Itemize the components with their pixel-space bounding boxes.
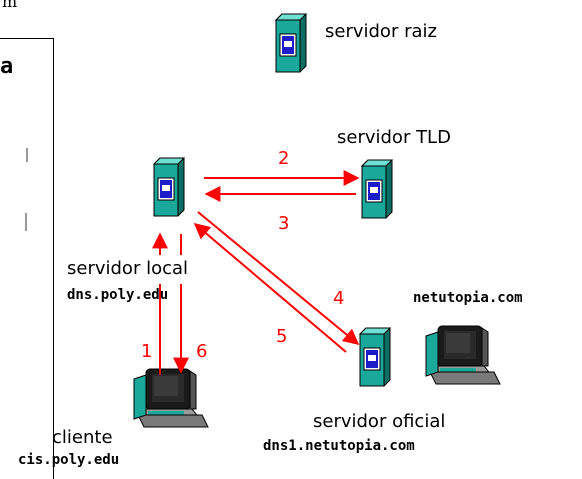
root-server-label: servidor raiz [325, 21, 437, 42]
authoritative-server-icon [359, 327, 391, 387]
step-5-label: 5 [276, 326, 288, 347]
left-panel-mark-2 [25, 213, 27, 231]
netutopia-host-label: netutopia.com [413, 290, 523, 306]
local-server-host: dns.poly.edu [67, 287, 169, 303]
step-6-label: 6 [196, 341, 208, 362]
arrow-5 [193, 222, 347, 353]
local-server-label: servidor local [67, 258, 189, 279]
client-host: cis.poly.edu [18, 452, 120, 468]
left-panel-border [0, 38, 54, 479]
authoritative-server-host: dns1.netutopia.com [263, 438, 415, 454]
client-label: cliente [52, 427, 113, 448]
left-panel-mark-1 [26, 148, 28, 162]
arrow-4 [197, 211, 360, 346]
left-panel-top-text: m [2, 0, 18, 11]
step-2-label: 2 [278, 148, 290, 169]
local-server-icon [153, 157, 185, 217]
root-server-icon [275, 13, 307, 73]
step-4-label: 4 [333, 288, 345, 309]
authoritative-server-label: servidor oficial [313, 411, 446, 432]
left-panel-bold-letter: a [0, 54, 14, 79]
step-1-label: 1 [141, 341, 153, 362]
client-host-icon [133, 368, 209, 428]
step-3-label: 3 [278, 213, 290, 234]
tld-server-label: servidor TLD [337, 127, 451, 148]
tld-server-icon [361, 159, 393, 219]
netutopia-host-icon [425, 325, 501, 385]
